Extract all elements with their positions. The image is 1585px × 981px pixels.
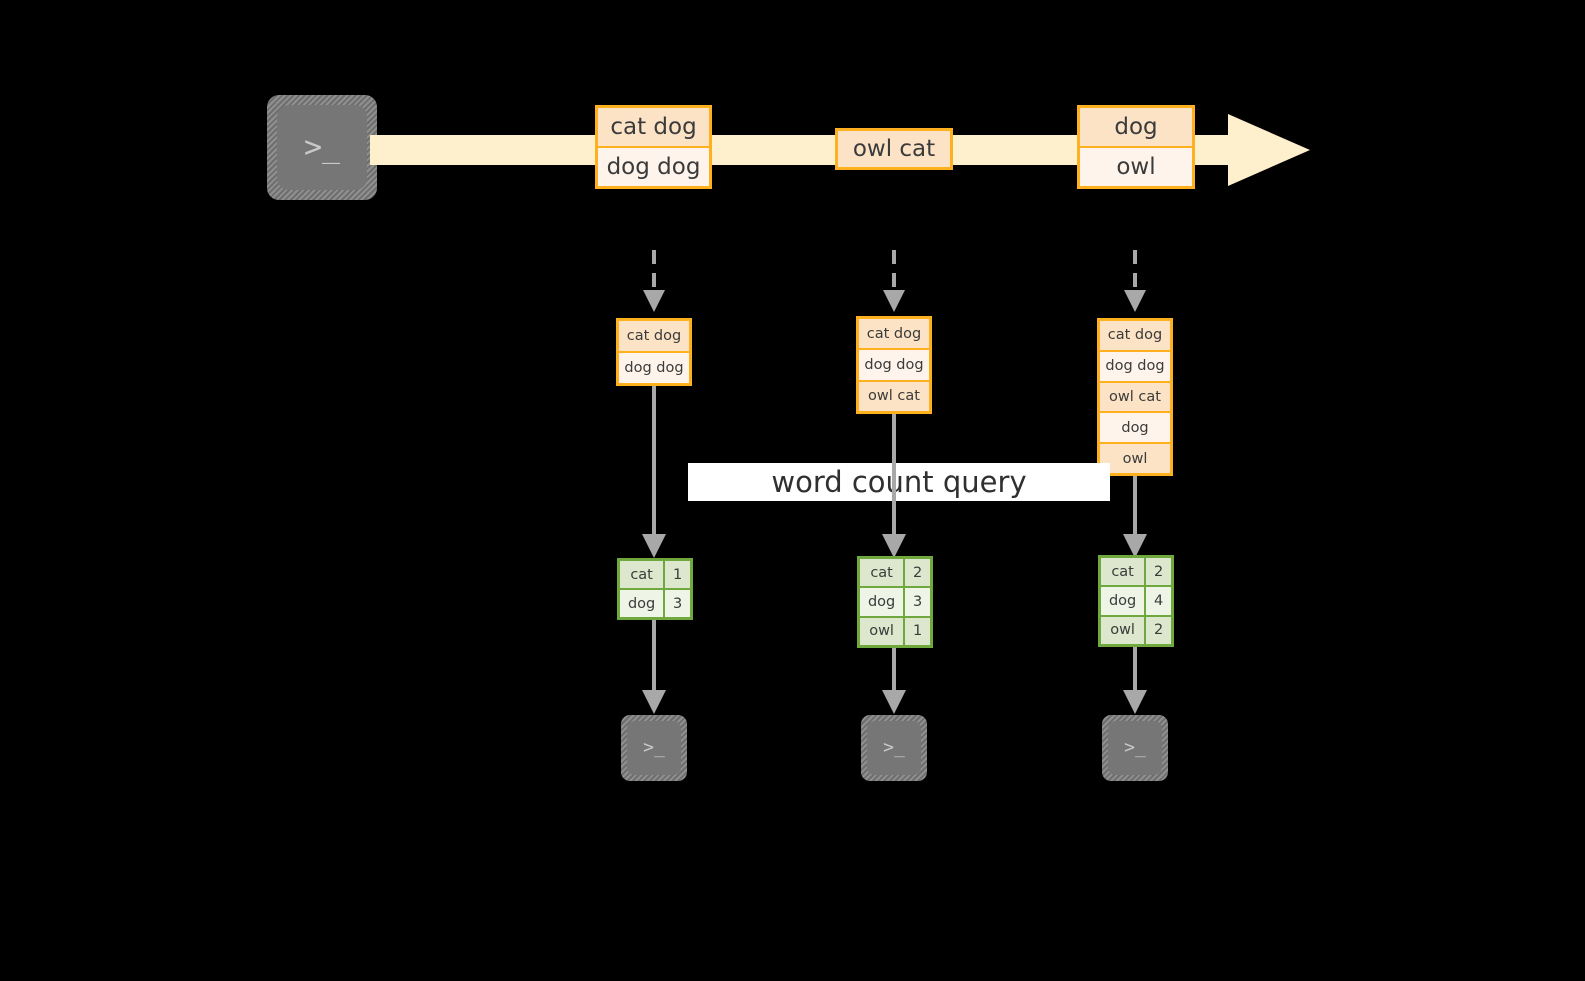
terminal-prompt-glyph: >_ <box>303 129 341 165</box>
terminal-prompt-glyph: >_ <box>643 737 665 758</box>
result-word: cat <box>620 561 664 588</box>
snapshot-line: dog dog <box>619 351 689 383</box>
result-count: 1 <box>903 617 930 645</box>
snapshot-line: owl <box>1100 442 1170 473</box>
table-row: cat 2 <box>860 559 930 587</box>
terminal-prompt-glyph: >_ <box>883 737 905 758</box>
table-row: dog 3 <box>620 588 690 617</box>
dashed-connector-2 <box>883 250 905 312</box>
snapshot-line: cat dog <box>1100 321 1170 350</box>
table-row: cat 1 <box>620 561 690 588</box>
stream-batch-line: cat dog <box>598 108 709 146</box>
snapshot-2-table: cat dog dog dog owl cat <box>856 316 932 414</box>
result-word: cat <box>860 559 904 587</box>
result-word: dog <box>1101 587 1145 615</box>
stream-batch-line: dog <box>1080 108 1192 146</box>
query-connector-1 <box>642 386 666 558</box>
stream-batch-line: owl cat <box>838 131 950 167</box>
result-table-3: cat 2 dog 4 owl 2 <box>1098 555 1174 647</box>
result-count: 2 <box>1144 616 1171 644</box>
sink-connector-3 <box>1123 647 1147 714</box>
snapshot-line: cat dog <box>619 321 689 351</box>
snapshot-line: cat dog <box>859 319 929 349</box>
table-row: owl 2 <box>1101 614 1171 644</box>
snapshot-3-table: cat dog dog dog owl cat dog owl <box>1097 318 1173 476</box>
dashed-connector-3 <box>1124 250 1146 312</box>
query-connector-3 <box>1123 476 1147 558</box>
snapshot-line: owl cat <box>1100 380 1170 412</box>
query-connector-2 <box>882 414 906 558</box>
snapshot-line: dog <box>1100 411 1170 443</box>
result-word: owl <box>1101 616 1145 644</box>
result-count: 3 <box>663 590 690 617</box>
result-count: 2 <box>903 559 930 587</box>
stream-batch-line: dog dog <box>598 146 709 186</box>
table-row: owl 1 <box>860 615 930 645</box>
table-row: dog 3 <box>860 586 930 616</box>
result-count: 1 <box>663 561 690 588</box>
source-terminal-icon: >_ <box>267 95 377 200</box>
result-word: dog <box>620 590 664 617</box>
snapshot-line: dog dog <box>1100 349 1170 381</box>
sink-connector-1 <box>642 620 666 714</box>
snapshot-1-table: cat dog dog dog <box>616 318 692 386</box>
result-word: owl <box>860 617 904 645</box>
result-table-1: cat 1 dog 3 <box>617 558 693 620</box>
result-word: dog <box>860 588 904 616</box>
sink-terminal-icon-3: >_ <box>1102 715 1168 781</box>
stream-batch-3: dog owl <box>1077 105 1195 189</box>
result-count: 3 <box>903 588 930 616</box>
sink-terminal-icon-2: >_ <box>861 715 927 781</box>
sink-terminal-icon-1: >_ <box>621 715 687 781</box>
stream-batch-2: owl cat <box>835 128 953 170</box>
query-label: word count query <box>771 465 1027 499</box>
stream-batch-line: owl <box>1080 146 1192 186</box>
result-word: cat <box>1101 558 1145 586</box>
dashed-connector-1 <box>643 250 665 312</box>
terminal-prompt-glyph: >_ <box>1124 737 1146 758</box>
stream-batch-1: cat dog dog dog <box>595 105 712 189</box>
table-row: cat 2 <box>1101 558 1171 586</box>
snapshot-line: dog dog <box>859 348 929 380</box>
snapshot-line: owl cat <box>859 379 929 411</box>
result-table-2: cat 2 dog 3 owl 1 <box>857 556 933 648</box>
query-banner-background <box>688 463 1110 501</box>
result-count: 4 <box>1144 587 1171 615</box>
sink-connector-2 <box>882 648 906 714</box>
result-count: 2 <box>1144 558 1171 586</box>
table-row: dog 4 <box>1101 585 1171 615</box>
